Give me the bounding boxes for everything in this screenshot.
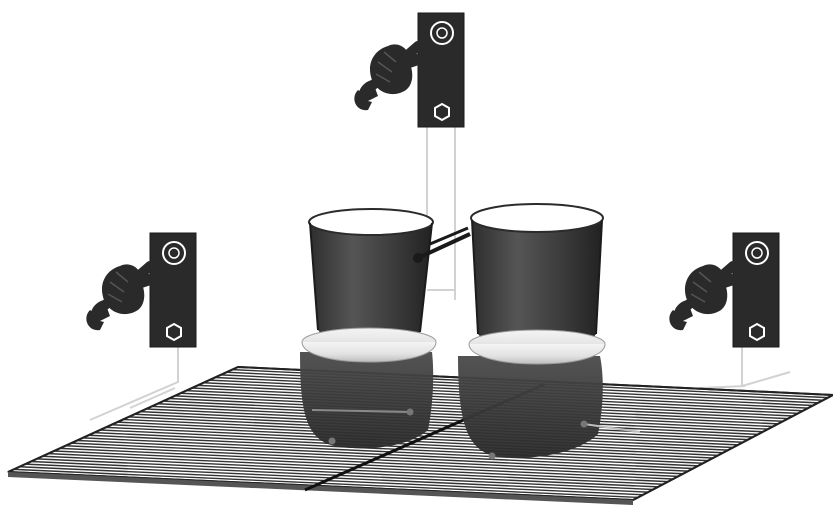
left-pot (302, 209, 436, 362)
right-pot (469, 204, 605, 364)
